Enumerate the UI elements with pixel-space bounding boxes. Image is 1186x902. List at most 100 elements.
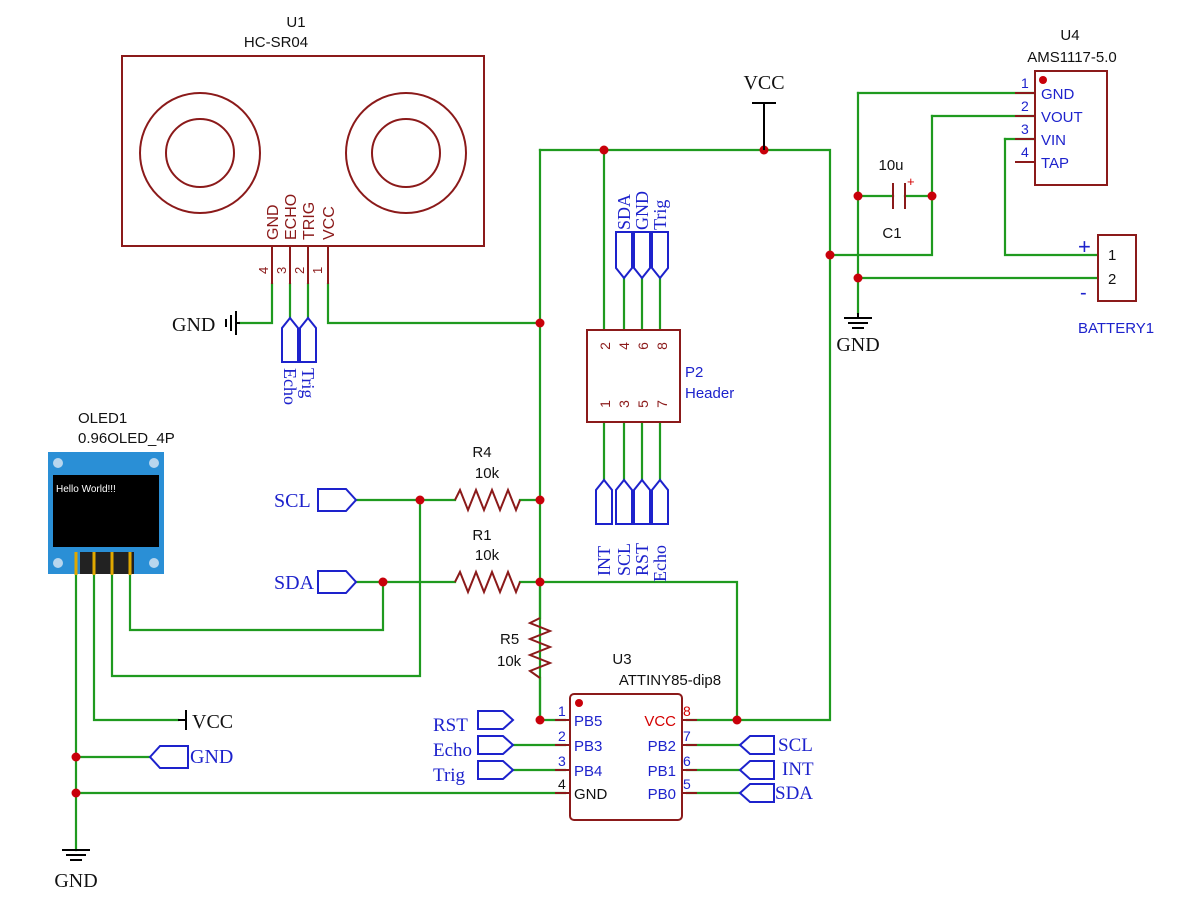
u1-pin-trig: TRIG — [301, 202, 318, 240]
u1-pin-number: 2 — [292, 267, 307, 274]
battery-plus: + — [1078, 234, 1091, 259]
u4-pin-gnd: GND — [1041, 86, 1075, 103]
gnd-label-u1: GND — [172, 314, 215, 336]
svg-text:8: 8 — [683, 703, 691, 719]
junction — [535, 715, 545, 725]
flag-int-u3 — [738, 760, 775, 780]
u4-pin-vin: VIN — [1041, 132, 1066, 149]
svg-text:7: 7 — [683, 728, 691, 744]
u1-pin-number: 4 — [256, 267, 271, 274]
svg-text:1: 1 — [597, 400, 613, 408]
wire-vout-vcc — [828, 114, 934, 257]
flag-echo-u1 — [281, 316, 299, 363]
oled-screen — [53, 475, 159, 547]
wire-sda — [354, 580, 739, 722]
u4-body — [1034, 70, 1108, 186]
u3-ref: U3 — [612, 651, 631, 668]
flag-trig-p2 — [651, 231, 669, 280]
svg-text:3: 3 — [558, 753, 566, 769]
svg-text:2: 2 — [1108, 271, 1116, 288]
flag-rst-u3-label: RST — [433, 715, 468, 736]
junction — [825, 250, 835, 260]
wire-oled-sda — [128, 573, 385, 632]
flag-sda-p2-label: SDA — [614, 194, 634, 230]
u3-pin-pb1: PB1 — [648, 763, 676, 780]
gnd-symbol-u4: GND — [836, 313, 880, 356]
svg-text:6: 6 — [683, 753, 691, 769]
junction — [415, 495, 425, 505]
p2-header: SDA GND Trig 2 4 6 8 1 3 5 7 P2 Header I… — [586, 191, 734, 582]
svg-text:4: 4 — [1021, 144, 1029, 160]
flag-trig-u1 — [299, 316, 317, 363]
u4-value: AMS1117-5.0 — [1027, 49, 1117, 66]
flag-trig-p2-label: Trig — [650, 200, 670, 230]
junction — [599, 145, 609, 155]
gnd-label-u4: GND — [836, 334, 879, 356]
oled-screen-text: Hello World!!! — [56, 484, 116, 495]
svg-text:4: 4 — [616, 342, 632, 350]
flag-scl-u3 — [738, 735, 775, 755]
battery-minus: - — [1080, 282, 1087, 304]
net-flags-left: SCL SDA — [274, 488, 358, 594]
junction — [927, 191, 937, 201]
junction — [535, 495, 545, 505]
flag-scl-p2-label: SCL — [614, 543, 634, 576]
svg-text:4: 4 — [558, 776, 566, 792]
u3-value: ATTINY85-dip8 — [619, 672, 721, 689]
junction-dots — [71, 145, 937, 798]
svg-text:2: 2 — [597, 342, 613, 350]
flag-rst-p2-label: RST — [632, 543, 652, 576]
flag-sda-p2 — [615, 231, 633, 280]
u4-pin-tap: TAP — [1041, 155, 1069, 172]
junction — [535, 577, 545, 587]
r1-value: 10k — [475, 547, 500, 564]
wire-p2-bottom-flags — [602, 420, 662, 482]
flag-scl-u3-label: SCL — [778, 735, 813, 756]
flag-echo-p2-label: Echo — [650, 545, 670, 582]
r4-value: 10k — [475, 465, 500, 482]
p2-body — [586, 329, 681, 423]
svg-text:2: 2 — [558, 728, 566, 744]
svg-text:7: 7 — [654, 400, 670, 408]
resistor-r1: R1 10k — [454, 527, 521, 595]
r5-ref: R5 — [500, 631, 519, 648]
flag-echo-label: Echo — [280, 368, 300, 405]
capacitor-c1: 10u + C1 — [878, 157, 914, 242]
oled-value: 0.96OLED_4P — [78, 430, 175, 447]
flag-rst-u3 — [477, 710, 515, 730]
r1-ref: R1 — [472, 527, 491, 544]
wire-p2-top-flags — [622, 276, 662, 332]
u3-pin-pb4: PB4 — [574, 763, 602, 780]
flag-echo-u3 — [477, 735, 515, 755]
u1-pin-number: 1 — [310, 267, 325, 274]
u3-pin-gnd: GND — [574, 786, 608, 803]
u3-pin-pb3: PB3 — [574, 738, 602, 755]
flag-trig-u3-label: Trig — [433, 765, 466, 786]
svg-text:1: 1 — [558, 703, 566, 719]
u3-pin-pb2: PB2 — [648, 738, 676, 755]
junction — [853, 191, 863, 201]
flag-trig-label: Trig — [298, 368, 318, 398]
flag-rst-p2 — [633, 478, 651, 525]
u1-pin-echo: ECHO — [283, 194, 300, 240]
flag-int-p2 — [595, 478, 613, 525]
gnd-flag-label: GND — [190, 746, 233, 768]
flag-echo-p2 — [651, 478, 669, 525]
u3-pin-pb0: PB0 — [648, 786, 676, 803]
wire-battery-plus — [1003, 137, 1100, 257]
junction — [853, 273, 863, 283]
wires — [74, 91, 1100, 852]
svg-text:8: 8 — [654, 342, 670, 350]
svg-text:3: 3 — [1021, 121, 1029, 137]
svg-text:+: + — [907, 174, 915, 189]
gnd-label-bottom: GND — [54, 870, 97, 892]
svg-text:3: 3 — [616, 400, 632, 408]
flag-gnd-p2 — [633, 231, 651, 280]
oled-display: OLED1 0.96OLED_4P Hello World!!! — [48, 410, 175, 575]
u1-pin-vcc: VCC — [321, 206, 338, 240]
flag-int-u3-label: INT — [782, 759, 814, 780]
attiny85: U3 ATTINY85-dip8 1 2 3 4 PB5 PB3 PB4 GND… — [433, 651, 814, 821]
p2-value: Header — [685, 385, 734, 402]
vcc-label-top: VCC — [743, 72, 784, 94]
